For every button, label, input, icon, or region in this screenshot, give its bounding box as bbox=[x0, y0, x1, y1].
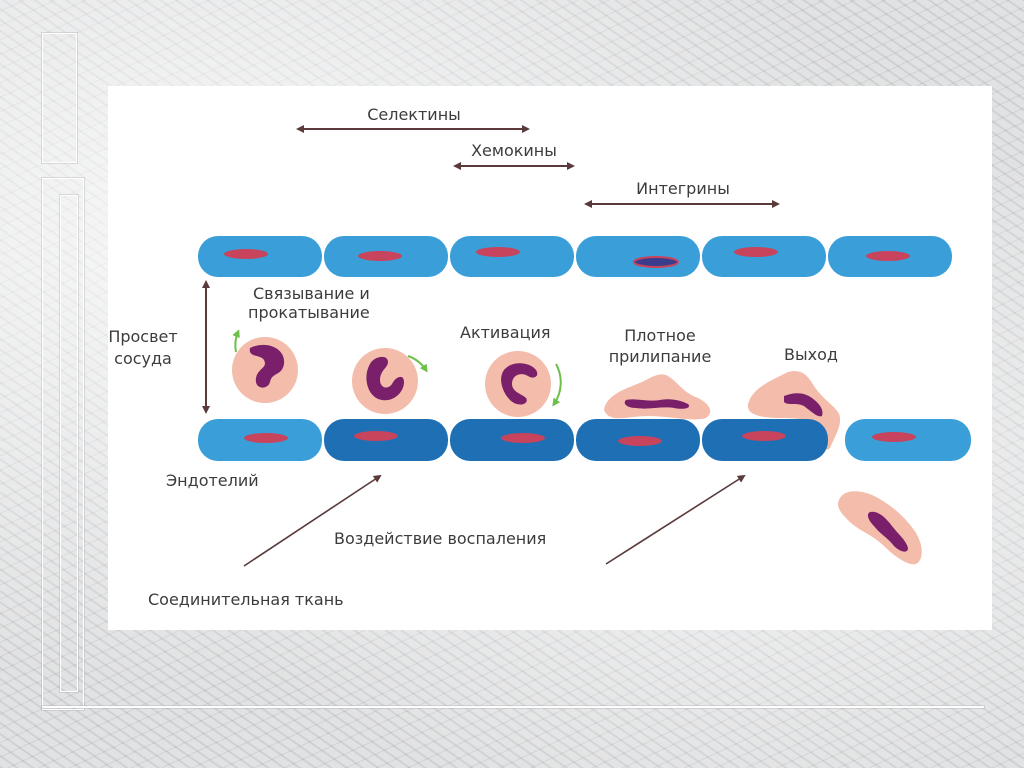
binding-label-line2: прокатывание bbox=[248, 303, 370, 322]
leukocyte-extravasation-diagram: Селектины Хемокины Интегрины Просвет сос… bbox=[108, 105, 971, 609]
leukocyte-rolling bbox=[352, 348, 418, 414]
chemokines-label: Хемокины bbox=[471, 141, 557, 160]
selectins-label: Селектины bbox=[367, 105, 461, 124]
frame-left-inner bbox=[60, 195, 78, 692]
inflammation-arrow-left bbox=[243, 474, 382, 567]
endothelial-nucleus bbox=[742, 431, 786, 441]
endothelium-label: Эндотелий bbox=[166, 471, 259, 490]
rotation-arrow-icon bbox=[232, 329, 240, 353]
leukocyte-in-tissue bbox=[838, 491, 922, 565]
connective-tissue-label: Соединительная ткань bbox=[148, 590, 344, 609]
integrins-label: Интегрины bbox=[636, 179, 730, 198]
endothelial-nucleus bbox=[354, 431, 398, 441]
leukocyte-exit bbox=[747, 370, 841, 450]
endothelial-nucleus bbox=[618, 436, 662, 446]
frame-left-bar bbox=[42, 178, 84, 710]
adhesion-label-line1: Плотное bbox=[624, 326, 695, 345]
inflammation-arrow-right bbox=[605, 474, 746, 565]
rotation-arrow-icon bbox=[552, 363, 562, 407]
endothelial-nucleus bbox=[501, 433, 545, 443]
endothelial-nucleus bbox=[358, 251, 402, 261]
endothelial-nucleus bbox=[476, 247, 520, 257]
leukocyte-binding bbox=[232, 337, 298, 403]
leukocyte-activation bbox=[485, 351, 551, 417]
endothelial-cell bbox=[576, 236, 700, 277]
adhesion-label-line2: прилипание bbox=[609, 347, 712, 366]
endothelial-nucleus bbox=[244, 433, 288, 443]
endothelial-cell bbox=[450, 236, 574, 277]
endothelial-nucleus bbox=[734, 247, 778, 257]
diagram-card: Селектины Хемокины Интегрины Просвет сос… bbox=[108, 86, 992, 630]
endothelial-nucleus bbox=[872, 432, 916, 442]
frame-bottom-line bbox=[42, 706, 984, 708]
lumen-label-line1: Просвет bbox=[108, 327, 177, 346]
exit-label: Выход bbox=[784, 345, 838, 364]
activation-label: Активация bbox=[460, 323, 550, 342]
rotation-arrow-icon bbox=[407, 355, 428, 373]
lumen-label-line2: сосуда bbox=[114, 349, 172, 368]
inflammation-label: Воздействие воспаления bbox=[334, 529, 546, 548]
endothelial-nucleus bbox=[633, 256, 679, 268]
bottom-endothelium bbox=[198, 419, 971, 461]
endothelial-nucleus bbox=[866, 251, 910, 261]
binding-label-line1: Связывание и bbox=[253, 284, 370, 303]
frame-top-left-bar bbox=[42, 33, 77, 163]
leukocyte-adhesion bbox=[604, 374, 711, 420]
top-endothelium bbox=[198, 236, 952, 277]
endothelial-nucleus bbox=[224, 249, 268, 259]
